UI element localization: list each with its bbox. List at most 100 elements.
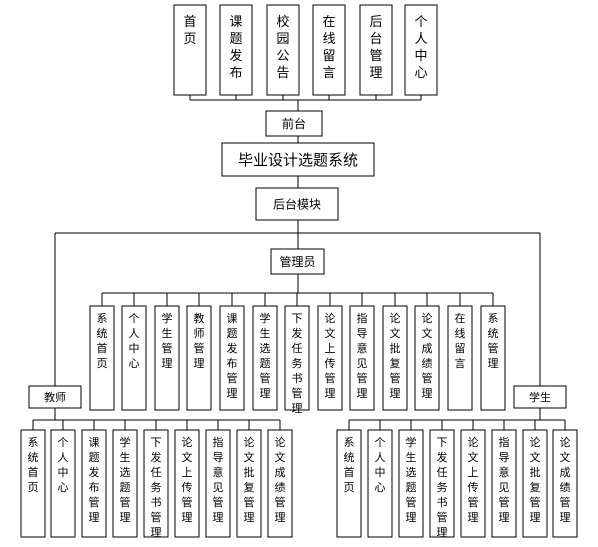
admin-item-12: 系统管理 xyxy=(480,305,506,411)
admin-item-2-box xyxy=(154,305,180,411)
teacher-item-6-box xyxy=(205,429,231,538)
admin-item-8: 指导意见管理 xyxy=(349,305,375,411)
student-item-1-box xyxy=(367,429,393,538)
admin-item-3: 教师管理 xyxy=(186,305,212,411)
teacher-item-7: 论文批复管理 xyxy=(236,429,262,538)
teacher-item-8-box xyxy=(267,429,293,538)
teacher-item-3-label: 学生选题管理 xyxy=(120,435,131,524)
teacher-item-1: 个人中心 xyxy=(50,429,76,538)
admin-item-8-box xyxy=(349,305,375,411)
teacher-item-1-box xyxy=(50,429,76,538)
admin-item-6-label: 下发任务书管理 xyxy=(292,312,303,415)
admin-item-1: 个人中心 xyxy=(121,305,147,411)
student-item-0-box xyxy=(336,429,362,538)
teacher-item-3-box xyxy=(112,429,138,538)
system-title-node-box xyxy=(221,142,375,177)
student-node: 学生 xyxy=(513,385,567,409)
admin-item-9-label: 论文批复管理 xyxy=(390,311,401,400)
admin-item-5: 学生选题管理 xyxy=(252,305,278,411)
teacher-item-4: 下发任务书管理 xyxy=(143,429,169,539)
admin-item-3-label: 教师管理 xyxy=(194,312,205,370)
admin-item-10: 论文成绩管理 xyxy=(414,305,440,411)
backend-node-box xyxy=(255,187,339,221)
student-item-5: 指导意见管理 xyxy=(491,429,517,538)
student-item-4-label: 论文上传管理 xyxy=(468,435,479,524)
teacher-item-8-label: 论文成绩管理 xyxy=(275,435,286,524)
teacher-item-5: 论文上传管理 xyxy=(174,429,200,538)
front-node-box xyxy=(265,110,323,137)
admin-item-12-box xyxy=(480,305,506,411)
student-item-7-label: 论文成绩管理 xyxy=(560,435,571,524)
admin-item-2-label: 学生管理 xyxy=(162,311,173,370)
admin-item-1-label: 个人中心 xyxy=(129,312,140,370)
student-item-5-box xyxy=(491,429,517,538)
admin-item-10-label: 论文成绩管理 xyxy=(422,311,433,400)
teacher-item-8: 论文成绩管理 xyxy=(267,429,293,538)
admin-item-11-box xyxy=(447,305,473,411)
front-node: 前台 xyxy=(265,110,323,137)
front-item-3-label: 在线留言 xyxy=(322,15,335,81)
admin-item-4-box xyxy=(219,305,245,411)
admin-item-7: 论文上传管理 xyxy=(317,305,343,411)
front-item-5-box xyxy=(404,4,438,96)
admin-item-0-box xyxy=(89,305,115,411)
student-item-3-box xyxy=(429,429,455,538)
admin-node: 管理员 xyxy=(270,248,325,275)
admin-item-5-box xyxy=(252,305,278,411)
teacher-item-2-label: 课题发布管理 xyxy=(89,436,100,524)
front-node-label: 前台 xyxy=(282,116,306,131)
teacher-item-4-box xyxy=(143,429,169,538)
front-item-0-label: 首页 xyxy=(183,15,196,47)
teacher-item-2-box xyxy=(81,429,107,538)
admin-item-10-box xyxy=(414,305,440,411)
admin-node-label: 管理员 xyxy=(279,254,315,269)
admin-node-box xyxy=(270,248,325,275)
front-item-5-label: 个人中心 xyxy=(414,15,427,81)
front-item-5: 个人中心 xyxy=(404,4,438,96)
front-item-1-box xyxy=(219,4,253,96)
front-item-2: 校园公告 xyxy=(266,4,300,96)
admin-item-1-box xyxy=(121,305,147,411)
admin-item-9-box xyxy=(382,305,408,411)
admin-item-4: 课题发布管理 xyxy=(219,305,245,411)
teacher-item-0-box xyxy=(20,429,46,538)
backend-node-label: 后台模块 xyxy=(273,196,321,211)
student-item-7: 论文成绩管理 xyxy=(552,429,578,538)
student-item-2: 学生选题管理 xyxy=(398,429,424,538)
front-item-0: 首页 xyxy=(173,4,207,96)
student-item-6-box xyxy=(522,429,548,538)
teacher-item-1-label: 个人中心 xyxy=(58,436,69,494)
admin-item-5-label: 学生选题管理 xyxy=(260,311,271,400)
teacher-node-box xyxy=(28,385,82,409)
front-item-3: 在线留言 xyxy=(312,4,346,96)
front-item-4: 后台管理 xyxy=(359,4,393,96)
admin-item-0: 系统首页 xyxy=(89,305,115,411)
student-item-2-box xyxy=(398,429,424,538)
teacher-node-label: 教师 xyxy=(44,391,66,404)
connector-lines xyxy=(32,95,566,430)
admin-item-11: 在线留言 xyxy=(447,305,473,411)
teacher-item-5-label: 论文上传管理 xyxy=(182,435,193,524)
admin-item-3-box xyxy=(186,305,212,411)
front-item-4-box xyxy=(359,4,393,96)
admin-item-2: 学生管理 xyxy=(154,305,180,411)
admin-item-11-label: 在线留言 xyxy=(455,312,466,370)
teacher-item-7-label: 论文批复管理 xyxy=(244,435,255,524)
system-title-node: 毕业设计选题系统 xyxy=(221,142,375,177)
front-item-4-label: 后台管理 xyxy=(369,15,382,81)
front-item-2-box xyxy=(266,4,300,96)
student-item-0-label: 系统首页 xyxy=(344,436,355,494)
front-item-2-label: 校园公告 xyxy=(276,14,289,81)
teacher-item-6: 指导意见管理 xyxy=(205,429,231,538)
student-item-3-label: 下发任务书管理 xyxy=(437,436,448,539)
backend-node: 后台模块 xyxy=(255,187,339,221)
front-item-0-box xyxy=(173,4,207,96)
student-item-3: 下发任务书管理 xyxy=(429,429,455,539)
teacher-item-0: 系统首页 xyxy=(20,429,46,538)
teacher-item-0-label: 系统首页 xyxy=(28,436,39,494)
student-item-2-label: 学生选题管理 xyxy=(406,435,417,524)
teacher-item-2: 课题发布管理 xyxy=(81,429,107,538)
student-item-6-label: 论文批复管理 xyxy=(530,435,541,524)
front-item-1-label: 课题发布 xyxy=(229,15,242,81)
